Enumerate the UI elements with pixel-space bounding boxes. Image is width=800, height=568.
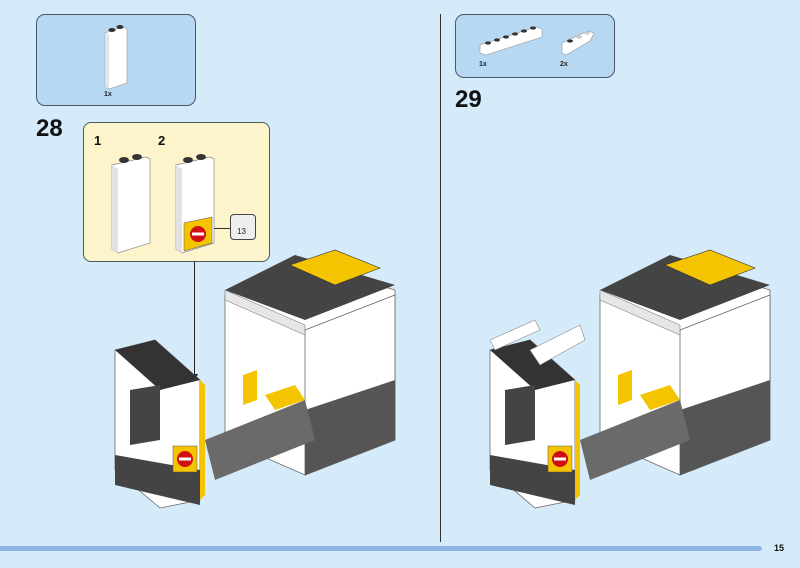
step-divider — [440, 14, 441, 542]
model-step-29 — [489, 249, 771, 509]
substep-number: 1 — [94, 133, 102, 148]
part-qty: 1x — [104, 91, 112, 98]
sticker-number: 13 — [237, 227, 246, 236]
page-footer-bar — [0, 546, 762, 551]
placement-arrow-line — [194, 261, 195, 377]
part-qty: 1x — [479, 61, 487, 68]
parts-list-step-28: 1x — [36, 14, 196, 106]
page-number: 15 — [774, 543, 785, 553]
sub-assembly-callout: 1 2 13 — [83, 122, 270, 262]
sticker-connector — [214, 228, 230, 229]
white-tall-brick-with-sticker-icon — [175, 154, 215, 254]
white-inverted-slope-icon — [561, 30, 595, 56]
step-number: 29 — [455, 86, 482, 113]
part-qty: 2x — [560, 61, 568, 68]
parts-list-step-29: 1x 2x — [455, 14, 615, 78]
white-tall-brick-icon — [111, 154, 151, 254]
substep-number: 2 — [158, 133, 166, 148]
sticker-reference: 13 — [230, 214, 256, 240]
white-tall-brick-icon — [104, 25, 128, 90]
white-brick-1x6-icon — [479, 26, 543, 56]
step-number: 28 — [36, 115, 63, 142]
model-step-28 — [114, 249, 396, 509]
